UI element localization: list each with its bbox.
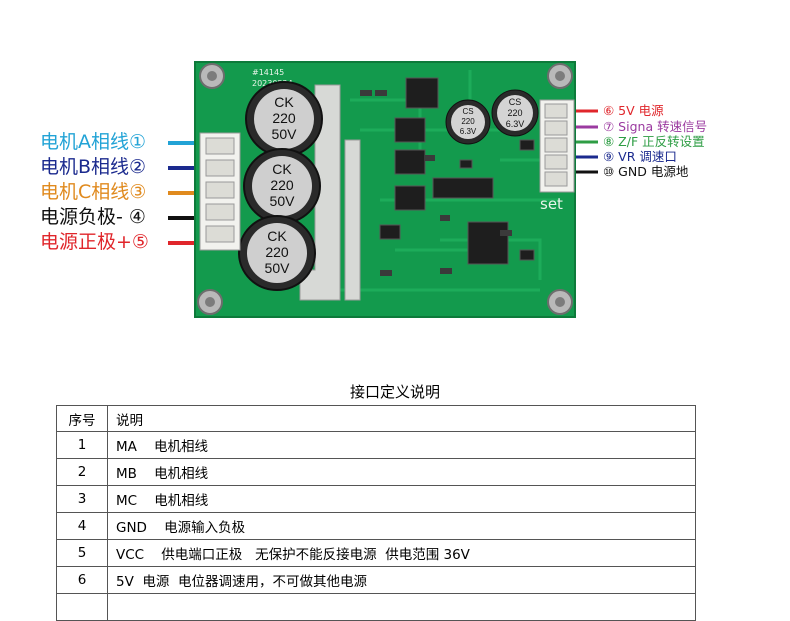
wire-label-motor-c: 电机C相线③ [40, 181, 147, 203]
small-capacitor-b: CS 220 6.3V [491, 89, 539, 137]
wire-label-power-positive: 电源正极+⑤ [40, 231, 149, 253]
svg-text:220: 220 [265, 244, 289, 260]
table-row-cut-off [56, 593, 696, 621]
capacitor-2: CK 220 50V [243, 148, 321, 224]
motor-driver-board-photo: #14145 20230524 set CK 220 50V CK 220 50… [168, 61, 598, 318]
svg-text:CK: CK [272, 161, 292, 177]
row-description: GND 电源输入负极 [107, 512, 696, 540]
table-row: 1 MA 电机相线 [56, 431, 696, 459]
table-row: 3 MC 电机相线 [56, 485, 696, 513]
wire-label-motor-b: 电机B相线② [40, 156, 147, 178]
column-header-number: 序号 [56, 405, 108, 432]
wire-label-gnd: ⑩ GND 电源地 [603, 164, 689, 179]
row-number: 6 [56, 566, 108, 594]
svg-text:CK: CK [267, 228, 287, 244]
small-capacitor-a: CS 220 6.3V [445, 99, 491, 145]
row-number: 5 [56, 539, 108, 567]
table-row: 6 5V 电源 电位器调速用，不可做其他电源 [56, 566, 696, 594]
svg-text:6.3V: 6.3V [460, 127, 477, 136]
wire-label-speed: ⑨ VR 调速口 [603, 149, 677, 164]
svg-text:CK: CK [274, 94, 294, 110]
svg-text:CS: CS [462, 107, 473, 116]
row-number: 2 [56, 458, 108, 486]
svg-text:50V: 50V [272, 126, 298, 142]
set-label: set [540, 195, 563, 213]
board-id-text: #14145 [252, 68, 284, 77]
table-row: 5 VCC 供电端口正极 无保护不能反接电源 供电范围 36V [56, 539, 696, 567]
table-row: 4 GND 电源输入负极 [56, 512, 696, 540]
capacitor-1: CK 220 50V [245, 81, 323, 157]
row-number: 1 [56, 431, 108, 459]
table-row: 2 MB 电机相线 [56, 458, 696, 486]
row-description: MA 电机相线 [107, 431, 696, 459]
svg-text:220: 220 [461, 117, 475, 126]
row-number: 3 [56, 485, 108, 513]
table-title: 接口定义说明 [349, 383, 440, 401]
row-description: MC 电机相线 [107, 485, 696, 513]
column-header-description: 说明 [107, 405, 696, 432]
row-description: 5V 电源 电位器调速用，不可做其他电源 [107, 566, 696, 594]
mounting-holes [197, 63, 573, 315]
wire-label-power-negative: 电源负极- ④ [40, 206, 146, 228]
row-description: MB 电机相线 [107, 458, 696, 486]
svg-text:CS: CS [509, 97, 522, 107]
row-description: VCC 供电端口正极 无保护不能反接电源 供电范围 36V [107, 539, 696, 567]
svg-text:220: 220 [270, 177, 294, 193]
smd-resistors [360, 90, 512, 276]
row-number: 4 [56, 512, 108, 540]
heatsink-bar-2 [344, 139, 361, 301]
svg-text:50V: 50V [265, 260, 291, 276]
svg-text:220: 220 [272, 110, 296, 126]
wire-label-5v: ⑥ 5V 电源 [603, 103, 664, 118]
wire-label-motor-a: 电机A相线① [40, 131, 147, 153]
table-header-row: 序号 说明 [56, 405, 696, 432]
interface-definition-table: 序号 说明 1 MA 电机相线 2 MB 电机相线 3 MC 电机相线 4 GN… [56, 405, 696, 621]
capacitor-3: CK 220 50V [238, 215, 316, 291]
ic-chips [379, 77, 535, 265]
wire-label-direction: ⑧ Z/F 正反转设置 [603, 134, 705, 149]
wire-label-signal: ⑦ Signa 转速信号 [603, 119, 708, 134]
svg-text:50V: 50V [270, 193, 296, 209]
svg-text:6.3V: 6.3V [506, 119, 525, 129]
svg-text:220: 220 [507, 108, 522, 118]
